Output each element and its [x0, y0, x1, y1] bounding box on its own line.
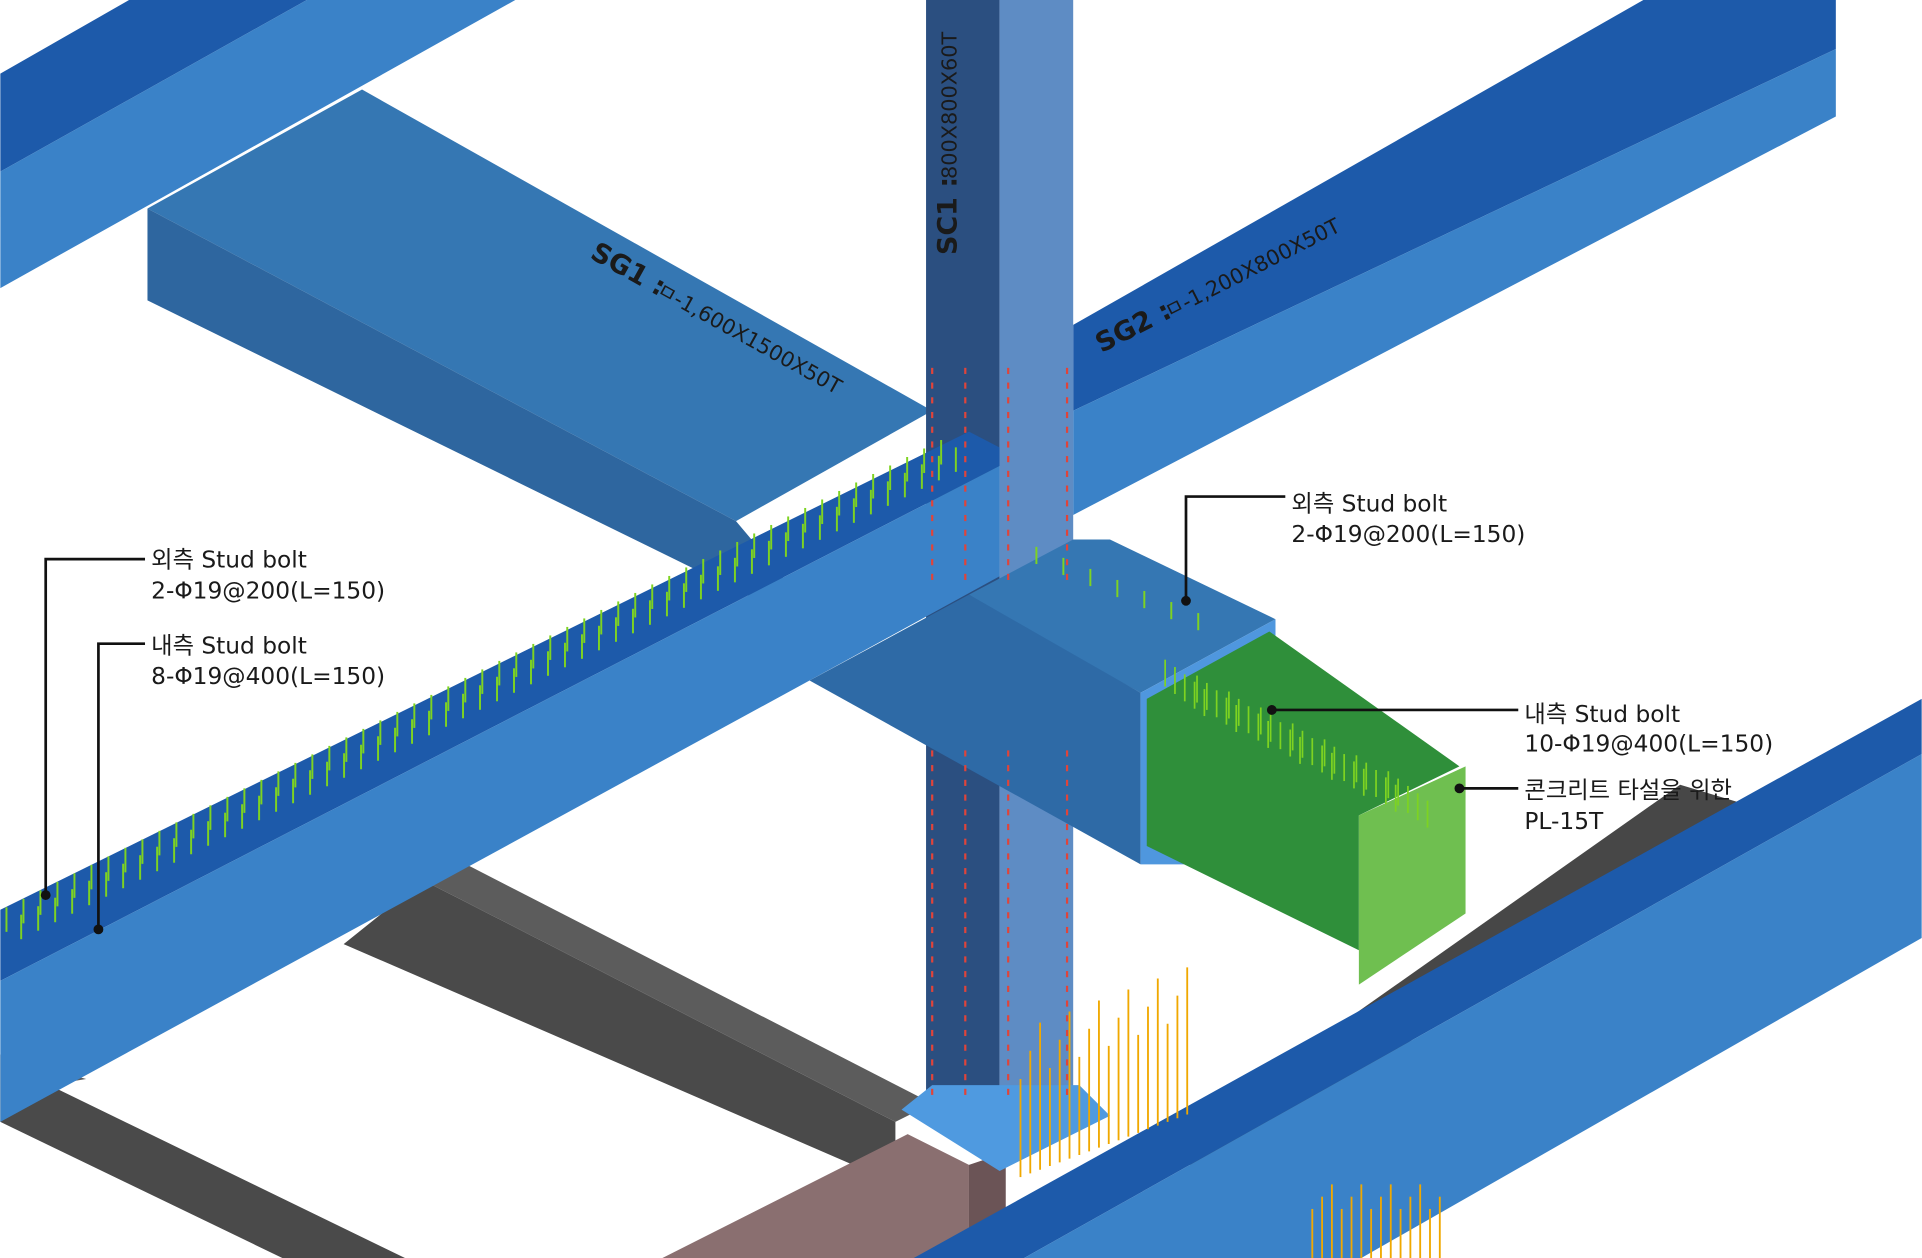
sg2-side	[1073, 49, 1836, 515]
bottom-right-beam-side	[1024, 754, 1922, 1258]
gray-beam-mid	[343, 880, 896, 1184]
callout-title: 콘크리트 타설을 위한	[1524, 777, 1732, 804]
sg1-top	[147, 89, 933, 522]
callout-title: 외측 Stud bolt	[151, 547, 307, 574]
sg1-side	[147, 208, 835, 638]
box-beam-top	[968, 539, 1276, 693]
callout-spec: PL-15T	[1524, 808, 1604, 835]
column-red-studs	[931, 367, 1069, 1095]
green-plate-end	[1358, 766, 1466, 985]
base-rebars	[1019, 967, 1441, 1258]
callout-title: 내측 Stud bolt	[151, 633, 307, 660]
sc1-label: SC1 : 800X800X60T	[933, 31, 964, 255]
sc1-spec: 800X800X60T	[938, 31, 962, 179]
box-beam-side	[809, 594, 1141, 865]
stud-bolts	[5, 439, 1429, 940]
lower-column-front	[662, 1134, 969, 1258]
sg2-top	[1073, 0, 1836, 411]
gray-beam-mid-top	[423, 864, 933, 1122]
callout-left-inner: 내측 Stud bolt 8-Φ19@400(L=150)	[93, 633, 385, 935]
callout-title: 내측 Stud bolt	[1524, 701, 1680, 728]
callout-spec: 2-Φ19@200(L=150)	[151, 577, 385, 604]
callout-spec: 8-Φ19@400(L=150)	[151, 663, 385, 690]
sc1-name: SC1 :	[933, 177, 964, 255]
callout-plate: 콘크리트 타설을 위한 PL-15T	[1454, 777, 1732, 835]
callout-left-outer: 외측 Stud bolt 2-Φ19@200(L=150)	[40, 547, 385, 900]
callout-right-outer: 외측 Stud bolt 2-Φ19@200(L=150)	[1181, 490, 1525, 606]
main-beam-top	[0, 431, 1000, 981]
gray-beam-left	[0, 1085, 405, 1258]
main-beam-side	[0, 465, 1000, 1122]
callout-spec: 2-Φ19@200(L=150)	[1291, 521, 1525, 548]
callout-right-inner: 내측 Stud bolt 10-Φ19@400(L=150)	[1266, 701, 1773, 758]
callout-title: 외측 Stud bolt	[1291, 490, 1447, 517]
callout-spec: 10-Φ19@400(L=150)	[1524, 731, 1773, 758]
base-plate	[901, 1085, 1110, 1171]
